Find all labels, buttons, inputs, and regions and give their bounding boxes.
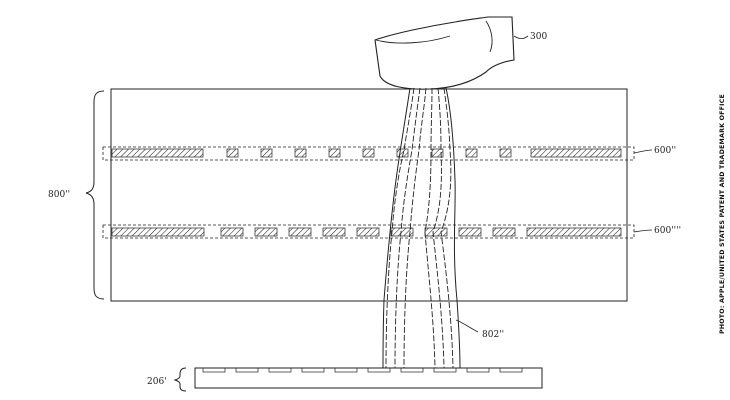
- sensor-brace: [173, 367, 187, 392]
- beam-label: 802'': [482, 330, 504, 340]
- light-paths: [385, 87, 454, 369]
- layer-top-label: 600'': [654, 146, 676, 156]
- light-path-solid: [382, 87, 461, 369]
- image-sensor: [194, 367, 543, 389]
- sensor-label: 206': [147, 377, 167, 387]
- panel-label: 800'': [48, 190, 70, 200]
- sensor-layer-bottom: [102, 224, 635, 239]
- photo-credit: PHOTO: APPLE/UNITED STATES PATENT AND TR…: [719, 94, 726, 334]
- layer-bottom-label: 600'''': [654, 226, 681, 236]
- finger-knuckle: [485, 20, 493, 53]
- sensor-layer-top: [102, 146, 635, 161]
- finger-leader: [513, 35, 529, 40]
- finger-nail: [375, 35, 451, 44]
- finger-label: 300: [530, 32, 547, 42]
- layer-top-leader: [633, 149, 653, 154]
- finger-outline: [374, 16, 515, 90]
- beam-leader: [455, 319, 479, 333]
- display-panel: [110, 88, 628, 302]
- layer-bottom-leader: [633, 229, 653, 233]
- panel-brace: [85, 90, 105, 300]
